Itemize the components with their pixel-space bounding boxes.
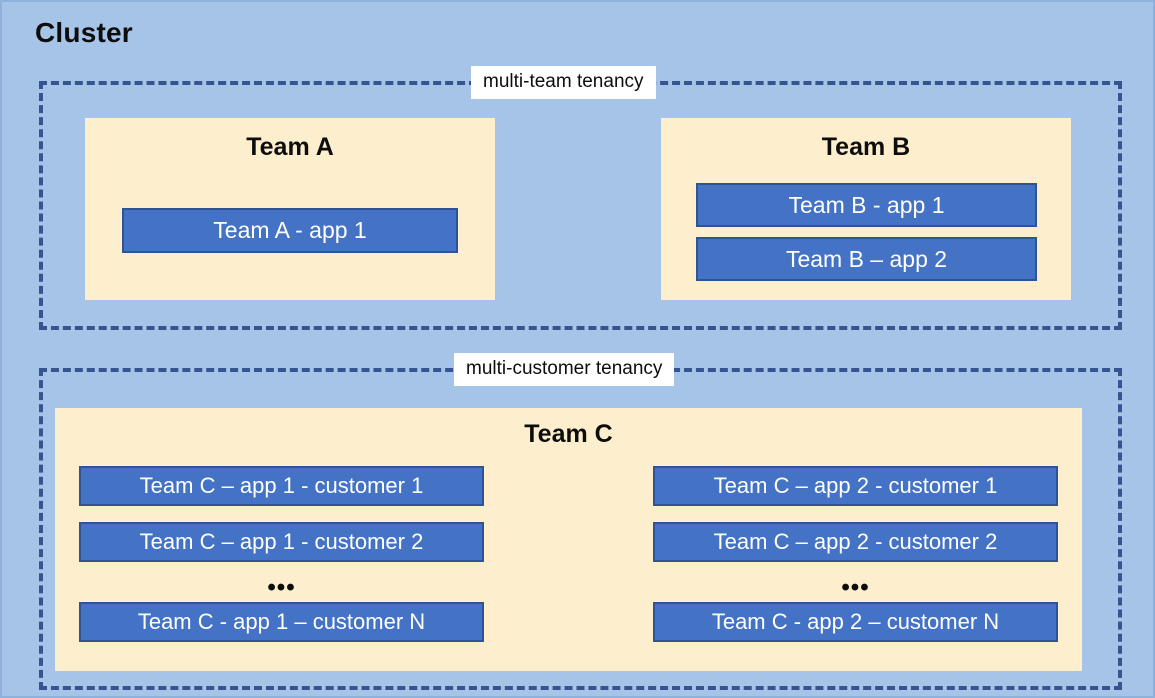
team-title-team-b: Team B [821, 133, 911, 161]
app-box-team-c-app-1-customer-1[interactable]: Team C – app 1 - customer 1 [79, 466, 484, 506]
team-box-team-c: Team C Team C – app 1 - customer 1 Team … [55, 408, 1082, 671]
app-box-team-c-app-2-customer-2[interactable]: Team C – app 2 - customer 2 [653, 522, 1058, 562]
team-title-team-a: Team A [246, 133, 334, 161]
team-box-team-b: Team B Team B - app 1 Team B – app 2 [661, 118, 1071, 300]
team-b-app-list: Team B - app 1 Team B – app 2 [696, 183, 1037, 281]
ellipsis-team-c-app-1: ••• [267, 574, 296, 601]
tenancy-zone-label-multi-team: multi-team tenancy [471, 66, 656, 99]
team-a-app-list: Team A - app 1 [122, 208, 458, 253]
app-box-team-c-app-2-customer-n[interactable]: Team C - app 2 – customer N [653, 602, 1058, 642]
tenancy-zone-label-multi-customer: multi-customer tenancy [454, 353, 675, 386]
app-box-team-b-app-1[interactable]: Team B - app 1 [696, 183, 1037, 227]
team-title-team-c: Team C [524, 420, 613, 448]
app-box-team-c-app-1-customer-2[interactable]: Team C – app 1 - customer 2 [79, 522, 484, 562]
team-c-app-2-column: Team C – app 2 - customer 1 Team C – app… [653, 466, 1058, 642]
team-c-columns: Team C – app 1 - customer 1 Team C – app… [55, 466, 1082, 642]
team-c-app-1-column: Team C – app 1 - customer 1 Team C – app… [79, 466, 484, 642]
app-box-team-a-app-1[interactable]: Team A - app 1 [122, 208, 458, 253]
team-box-team-a: Team A Team A - app 1 [85, 118, 495, 300]
app-box-team-c-app-1-customer-n[interactable]: Team C - app 1 – customer N [79, 602, 484, 642]
app-box-team-b-app-2[interactable]: Team B – app 2 [696, 237, 1037, 281]
cluster-title: Cluster [35, 17, 133, 48]
app-box-team-c-app-2-customer-1[interactable]: Team C – app 2 - customer 1 [653, 466, 1058, 506]
ellipsis-team-c-app-2: ••• [841, 574, 870, 601]
